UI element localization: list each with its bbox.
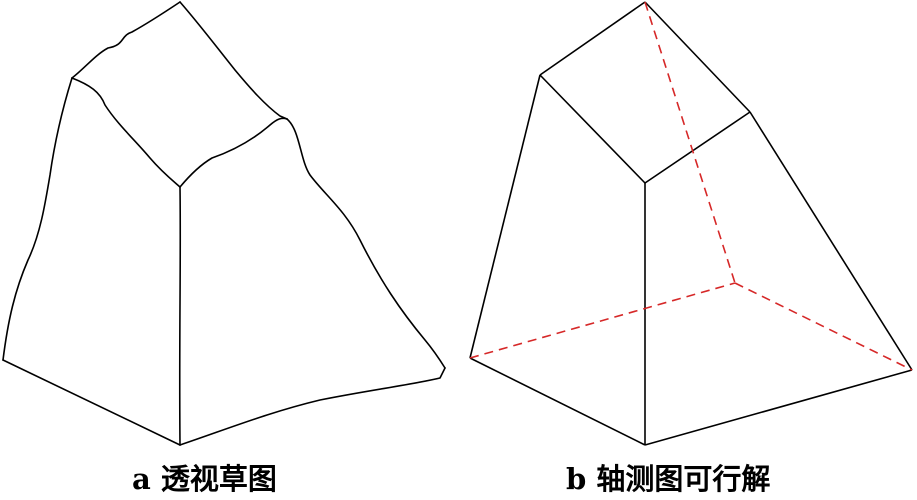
axo-right-edge xyxy=(749,111,913,371)
caption-b-label: b xyxy=(566,462,587,496)
axo-top-right-edge xyxy=(644,1,751,113)
caption-a: a 透视草图 xyxy=(132,456,277,498)
sketch-left-edge xyxy=(2,77,73,361)
caption-b: b 轴测图可行解 xyxy=(566,456,770,498)
axo-bottom-left-edge xyxy=(469,357,646,446)
sketch-top-left-edge xyxy=(71,1,181,79)
hidden-edge-left xyxy=(469,282,736,359)
hidden-edge-right xyxy=(734,282,913,371)
axo-bottom-right-edge xyxy=(644,369,913,446)
hidden-edge-vertical xyxy=(644,1,736,284)
sketch-right-edge xyxy=(286,118,446,369)
axo-front-left-edge xyxy=(539,74,646,184)
axo-left-edge xyxy=(469,74,541,359)
axo-top-left-edge xyxy=(539,1,646,76)
sketch-top-right-edge xyxy=(179,1,288,120)
sketch-vertical-edge xyxy=(178,186,182,446)
sketch-bottom-right-edge xyxy=(179,367,446,446)
caption-a-text: 透视草图 xyxy=(160,462,277,496)
axo-front-right-edge xyxy=(644,111,751,184)
caption-a-label: a xyxy=(132,462,151,496)
sketch-perspective xyxy=(2,1,446,446)
axonometric-solution xyxy=(469,1,913,446)
sketch-front-right-edge xyxy=(179,117,288,188)
sketch-bottom-left-edge xyxy=(2,359,181,446)
caption-b-text: 轴测图可行解 xyxy=(596,462,771,496)
sketch-front-left-edge xyxy=(71,77,181,188)
